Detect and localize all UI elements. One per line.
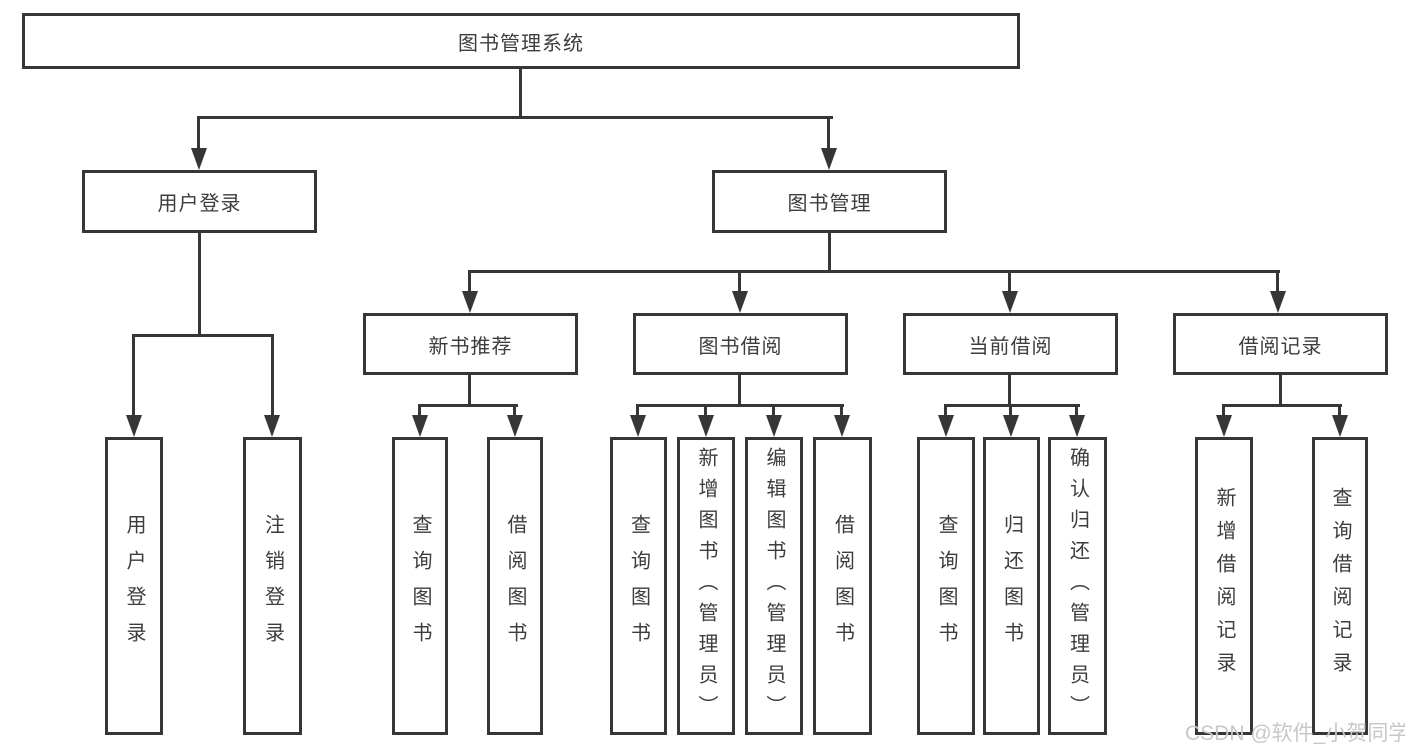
node-label: 新增图书（管理员） bbox=[695, 446, 717, 726]
connector-line bbox=[132, 334, 274, 337]
arrow-down-icon bbox=[1332, 415, 1348, 437]
arrow-down-icon bbox=[126, 415, 142, 437]
arrow-down-icon bbox=[412, 415, 428, 437]
connector-line bbox=[1222, 404, 1342, 407]
connector-line bbox=[636, 407, 639, 417]
arrow-down-icon bbox=[1270, 291, 1286, 313]
node-label: 借阅记录 bbox=[1238, 335, 1323, 358]
arrow-down-icon bbox=[1003, 415, 1019, 437]
arrow-down-icon bbox=[1002, 291, 1018, 313]
connector-line bbox=[1222, 407, 1225, 417]
connector-line bbox=[197, 119, 200, 151]
arrow-down-icon bbox=[507, 415, 523, 437]
connector-line bbox=[418, 404, 518, 407]
node-label: 图书管理系统 bbox=[458, 32, 584, 55]
node-label: 用户登录 bbox=[123, 514, 145, 658]
connector-line bbox=[1338, 407, 1341, 417]
node-label: 查询借阅记录 bbox=[1329, 487, 1351, 685]
connector-line bbox=[519, 68, 522, 117]
connector-line bbox=[827, 119, 830, 151]
node-label: 归还图书 bbox=[1000, 514, 1023, 658]
connector-line bbox=[772, 407, 775, 417]
connector-line bbox=[1009, 407, 1012, 417]
connector-line bbox=[418, 407, 421, 417]
node-user-login: 用户登录 bbox=[82, 170, 317, 233]
node-label: 查询图书 bbox=[409, 514, 431, 658]
connector-line bbox=[132, 337, 135, 417]
arrow-down-icon bbox=[191, 148, 207, 170]
connector-line bbox=[1008, 273, 1011, 293]
node-leaf-query-books-borrowing: 查询图书 bbox=[610, 437, 667, 735]
node-leaf-borrow-books: 借阅图书 bbox=[813, 437, 872, 735]
node-label: 注销登录 bbox=[261, 514, 284, 658]
node-label: 编辑图书（管理员） bbox=[763, 446, 785, 726]
connector-line bbox=[840, 407, 843, 417]
node-borrowing-records: 借阅记录 bbox=[1173, 313, 1388, 375]
node-leaf-query-books-current: 查询图书 bbox=[917, 437, 975, 735]
arrow-down-icon bbox=[732, 291, 748, 313]
node-label: 借阅图书 bbox=[504, 514, 526, 658]
connector-line bbox=[198, 233, 201, 336]
node-new-book-recommend: 新书推荐 bbox=[363, 313, 578, 375]
connector-line bbox=[1075, 407, 1078, 417]
node-book-management: 图书管理 bbox=[712, 170, 947, 233]
arrow-down-icon bbox=[698, 415, 714, 437]
node-label: 用户登录 bbox=[157, 193, 242, 215]
node-label: 图书借阅 bbox=[698, 335, 783, 358]
arrow-down-icon bbox=[938, 415, 954, 437]
node-leaf-add-book-admin: 新增图书（管理员） bbox=[677, 437, 735, 735]
connector-line bbox=[738, 273, 741, 293]
node-label: 当前借阅 bbox=[968, 335, 1053, 358]
node-leaf-user-login: 用户登录 bbox=[105, 437, 163, 735]
arrow-down-icon bbox=[264, 415, 280, 437]
node-leaf-edit-book-admin: 编辑图书（管理员） bbox=[745, 437, 803, 735]
connector-line bbox=[704, 407, 707, 417]
node-leaf-confirm-return-admin: 确认归还（管理员） bbox=[1048, 437, 1107, 735]
node-leaf-return-books: 归还图书 bbox=[983, 437, 1040, 735]
connector-line bbox=[468, 273, 471, 293]
connector-line bbox=[468, 375, 471, 406]
node-label: 新增借阅记录 bbox=[1213, 487, 1235, 685]
connector-line bbox=[1279, 375, 1282, 406]
arrow-down-icon bbox=[1069, 415, 1085, 437]
node-current-borrowing: 当前借阅 bbox=[903, 313, 1118, 375]
node-label: 图书管理 bbox=[787, 193, 872, 215]
connector-line bbox=[468, 270, 1280, 273]
node-leaf-add-borrow-record: 新增借阅记录 bbox=[1195, 437, 1253, 735]
node-leaf-logout: 注销登录 bbox=[243, 437, 302, 735]
node-book-borrowing: 图书借阅 bbox=[633, 313, 848, 375]
connector-line bbox=[1276, 273, 1279, 293]
connector-line bbox=[828, 233, 831, 272]
node-label: 确认归还（管理员） bbox=[1066, 446, 1089, 726]
connector-line bbox=[738, 375, 741, 406]
watermark: CSDN @软件_小贺同学 bbox=[1185, 722, 1405, 745]
arrow-down-icon bbox=[821, 148, 837, 170]
connector-line bbox=[944, 404, 1080, 407]
arrow-down-icon bbox=[834, 415, 850, 437]
connector-line bbox=[636, 404, 844, 407]
arrow-down-icon bbox=[766, 415, 782, 437]
node-leaf-query-borrow-record: 查询借阅记录 bbox=[1312, 437, 1368, 735]
node-label: 查询图书 bbox=[627, 514, 650, 658]
connector-line bbox=[1008, 375, 1011, 406]
node-label: 借阅图书 bbox=[831, 514, 854, 658]
connector-line bbox=[197, 116, 833, 119]
connector-line bbox=[944, 407, 947, 417]
connector-line bbox=[271, 337, 274, 417]
node-library-management-system: 图书管理系统 bbox=[22, 13, 1020, 69]
arrow-down-icon bbox=[1216, 415, 1232, 437]
node-leaf-query-books-recommend: 查询图书 bbox=[392, 437, 448, 735]
arrow-down-icon bbox=[462, 291, 478, 313]
node-label: 查询图书 bbox=[935, 514, 957, 658]
connector-line bbox=[513, 407, 516, 417]
node-leaf-borrow-books-recommend: 借阅图书 bbox=[487, 437, 543, 735]
arrow-down-icon bbox=[630, 415, 646, 437]
node-label: 新书推荐 bbox=[428, 335, 513, 358]
